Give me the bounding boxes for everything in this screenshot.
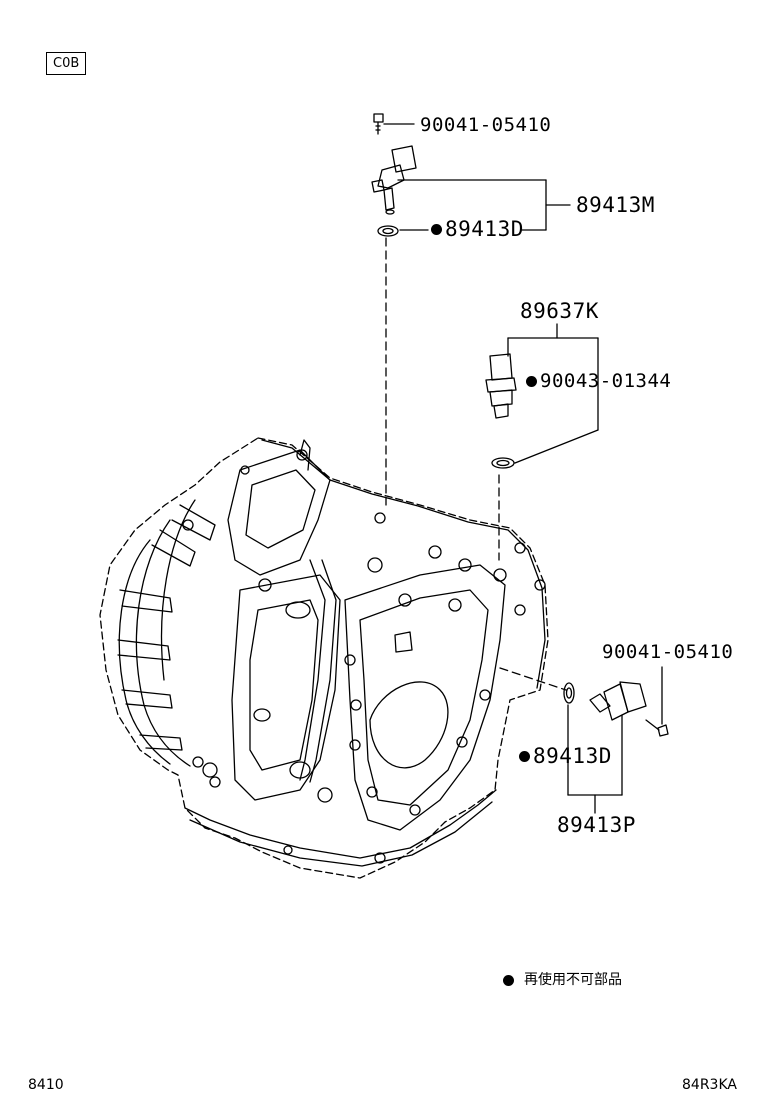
- callout-switch-assy: 89637K: [520, 299, 599, 323]
- assembly-bracket-89413m: [397, 179, 571, 231]
- callout-oring-top: 89413D: [445, 217, 524, 241]
- footer-right-code: 84R3KA: [682, 1077, 737, 1093]
- non-reusable-dot-icon: [431, 224, 442, 235]
- callout-bolt-side: 90041-05410: [602, 641, 734, 663]
- pressure-switch-drawing: [485, 353, 517, 419]
- section-code-box: C0B: [46, 52, 87, 75]
- top-bolt-drawing: [373, 113, 384, 135]
- side-bolt-drawing: [645, 719, 669, 737]
- transmission-housing: [99, 437, 549, 879]
- side-oring-drawing: [563, 682, 575, 704]
- top-oring-drawing: [377, 225, 399, 237]
- top-oring-inner: [382, 227, 394, 235]
- assembly-bracket-89413p: [567, 666, 663, 814]
- switch-gasket-inner: [496, 459, 510, 467]
- alignment-lines: [385, 237, 567, 691]
- non-reusable-dot-icon: [526, 376, 537, 387]
- legend-text: 再使用不可部品: [524, 972, 622, 988]
- switch-gasket-drawing: [491, 457, 515, 469]
- legend-dot-icon: [503, 975, 514, 986]
- callout-sensor-side-assy: 89413P: [557, 813, 636, 837]
- callout-oring-side: 89413D: [533, 744, 612, 768]
- non-reusable-dot-icon: [519, 751, 530, 762]
- callout-sensor-top-assy: 89413M: [576, 193, 655, 217]
- callout-bolt-top: 90041-05410: [420, 114, 552, 136]
- top-speed-sensor-drawing: [371, 145, 417, 215]
- side-speed-sensor-drawing: [589, 681, 647, 721]
- callout-switch-gasket: 90043-01344: [540, 370, 672, 392]
- assembly-bracket-89637k: [507, 323, 599, 464]
- footer-left-code: 8410: [28, 1077, 64, 1093]
- side-oring-inner: [565, 687, 573, 699]
